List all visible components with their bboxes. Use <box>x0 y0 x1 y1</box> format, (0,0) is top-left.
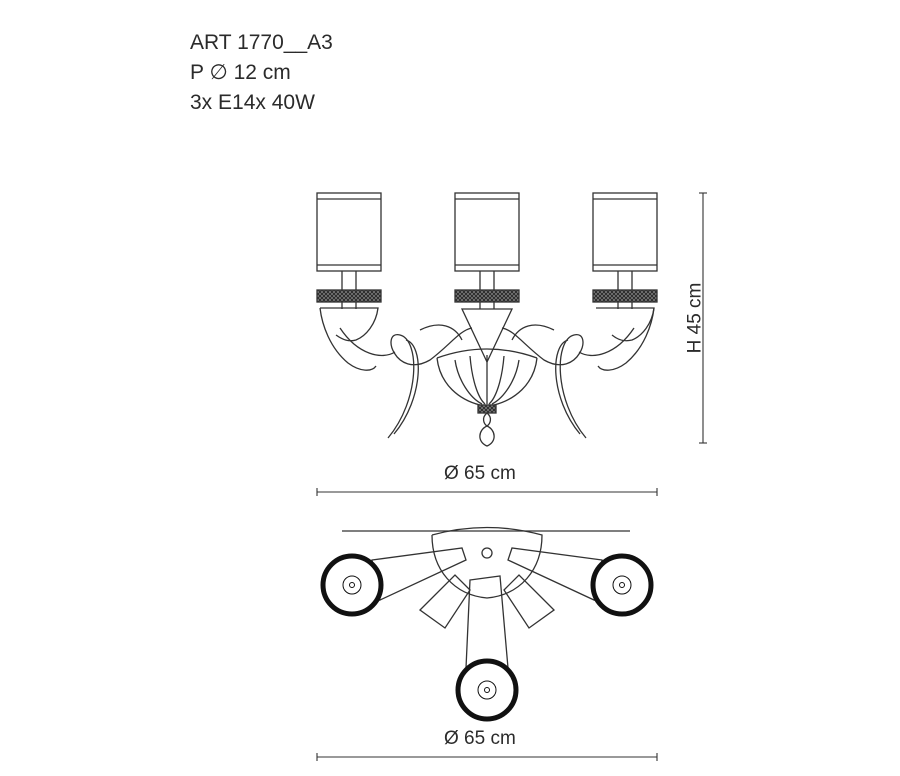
central-bowl <box>436 348 538 447</box>
lampshade-center <box>454 192 520 364</box>
top-width-label: Ø 65 cm <box>444 728 516 749</box>
spec-block: ART 1770__A3 P ∅ 12 cm 3x E14x 40W <box>190 28 333 118</box>
front-width-label: Ø 65 cm <box>444 463 516 484</box>
top-width-dimension-line <box>316 753 658 761</box>
height-label: H 45 cm <box>684 282 706 354</box>
curly-arms <box>387 324 587 439</box>
arm-left <box>371 547 467 601</box>
shade-ring-right <box>590 553 654 617</box>
front-view <box>316 192 658 447</box>
article-code: ART 1770__A3 <box>190 31 333 54</box>
top-canopy <box>431 526 543 599</box>
lampshade-left <box>316 192 396 371</box>
shade-ring-center <box>455 658 519 722</box>
depth-spec: P ∅ 12 cm <box>190 61 291 84</box>
bulb-spec: 3x E14x 40W <box>190 91 315 114</box>
shade-ring-left <box>320 553 384 617</box>
top-view <box>342 526 630 669</box>
arm-inner-left <box>418 574 471 629</box>
arm-inner-right <box>503 574 556 629</box>
arm-center <box>465 575 509 669</box>
front-width-dimension-line <box>316 488 658 496</box>
height-dimension-line <box>699 192 707 444</box>
lampshade-right <box>578 192 658 371</box>
arm-right <box>507 547 603 601</box>
